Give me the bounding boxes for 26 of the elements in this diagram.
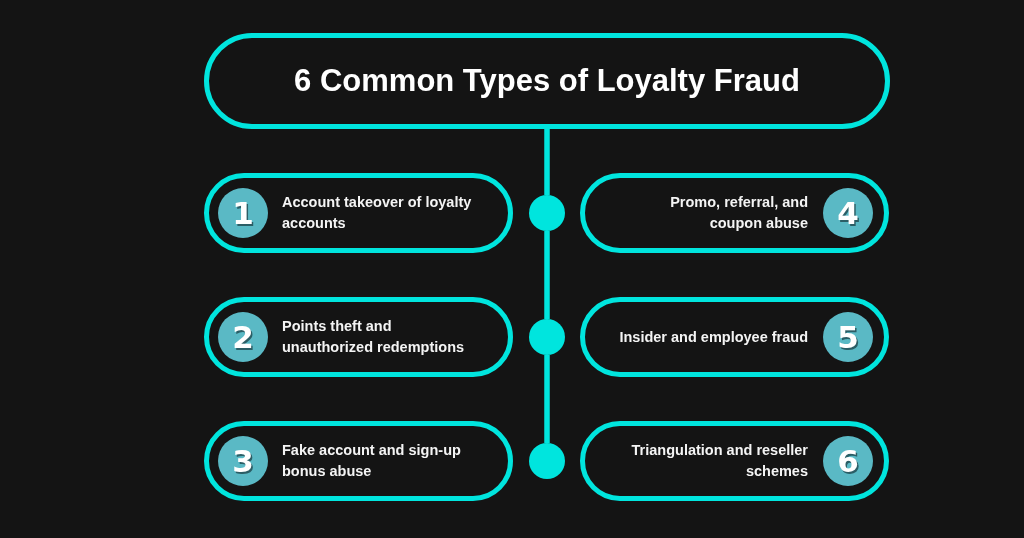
item-pill bbox=[204, 297, 513, 377]
item-text: Fake account and sign-up bonus abuse bbox=[282, 441, 462, 481]
number-circle: 1 bbox=[218, 188, 268, 238]
item-text: Points theft and unauthorized redemptions bbox=[282, 317, 466, 357]
number-circle: 3 bbox=[218, 436, 268, 486]
item-pill bbox=[580, 421, 889, 501]
item-text: Promo, referral, and coupon abuse bbox=[669, 193, 808, 233]
title-pill bbox=[204, 33, 890, 129]
connector-line bbox=[544, 231, 550, 319]
item-pill bbox=[580, 297, 889, 377]
timeline-dot bbox=[529, 195, 565, 231]
number-circle: 4 bbox=[823, 188, 873, 238]
number-circle: 2 bbox=[218, 312, 268, 362]
number-circle: 5 bbox=[823, 312, 873, 362]
item-pill bbox=[580, 173, 889, 253]
connector-line bbox=[544, 129, 550, 195]
number-circle: 6 bbox=[823, 436, 873, 486]
item-pill bbox=[204, 173, 513, 253]
connector-line bbox=[544, 355, 550, 443]
title-text: 6 Common Types of Loyalty Fraud bbox=[294, 63, 800, 99]
timeline-dot bbox=[529, 443, 565, 479]
item-text: Triangulation and reseller schemes bbox=[630, 441, 808, 481]
timeline-dot bbox=[529, 319, 565, 355]
item-pill bbox=[204, 421, 513, 501]
item-text: Account takeover of loyalty accounts bbox=[282, 193, 473, 233]
item-text: Insider and employee fraud bbox=[618, 327, 808, 347]
